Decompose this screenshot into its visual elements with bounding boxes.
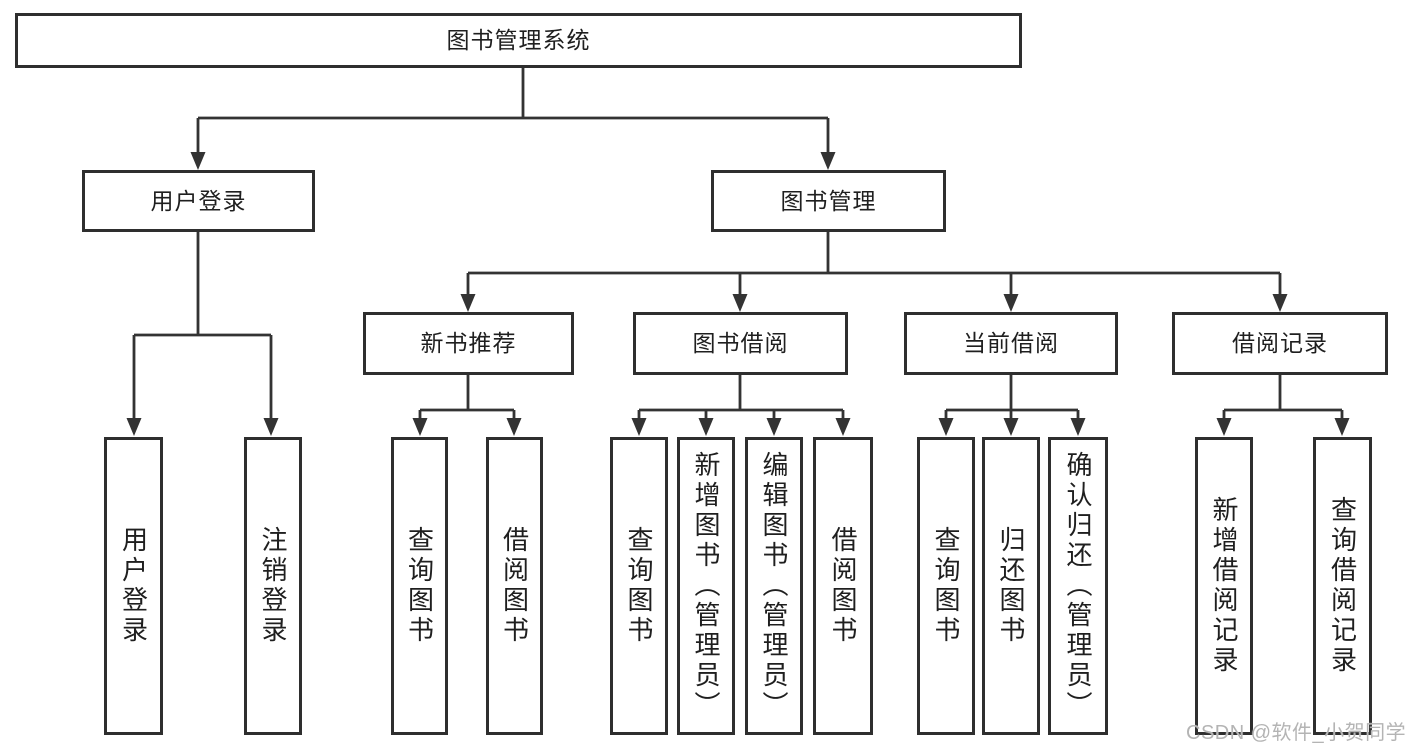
node-book-borrowing: 图书借阅 [633, 312, 848, 375]
csdn-watermark: CSDN @软件_小贺同学 [1186, 722, 1405, 744]
leaf-logout-login: 注销登录 [244, 437, 302, 735]
leaf-records-add-record: 新增借阅记录 [1195, 437, 1253, 735]
leaf-recommend-query-books: 查询图书 [391, 437, 448, 735]
leaf-recommend-borrow-books: 借阅图书 [486, 437, 543, 735]
leaf-borrowing-edit-books-admin: 编辑图书（管理员） [745, 437, 803, 735]
leaf-current-confirm-return-admin: 确认归还（管理员） [1048, 437, 1108, 735]
node-new-book-recommend: 新书推荐 [363, 312, 574, 375]
node-borrowing-records: 借阅记录 [1172, 312, 1388, 375]
node-user-login: 用户登录 [82, 170, 315, 232]
connector-arrowheads [126, 152, 1350, 436]
leaf-borrowing-borrow-books: 借阅图书 [813, 437, 873, 735]
leaf-user-login: 用户登录 [104, 437, 163, 735]
leaf-borrowing-add-books-admin: 新增图书（管理员） [677, 437, 735, 735]
node-book-management: 图书管理 [711, 170, 946, 232]
leaf-records-query-record: 查询借阅记录 [1313, 437, 1372, 735]
leaf-borrowing-query-books: 查询图书 [610, 437, 668, 735]
node-current-borrowing: 当前借阅 [904, 312, 1118, 375]
connector-lines [132, 66, 1344, 419]
node-library-management-system: 图书管理系统 [15, 13, 1022, 68]
leaf-current-query-books: 查询图书 [917, 437, 975, 735]
leaf-current-return-books: 归还图书 [982, 437, 1040, 735]
